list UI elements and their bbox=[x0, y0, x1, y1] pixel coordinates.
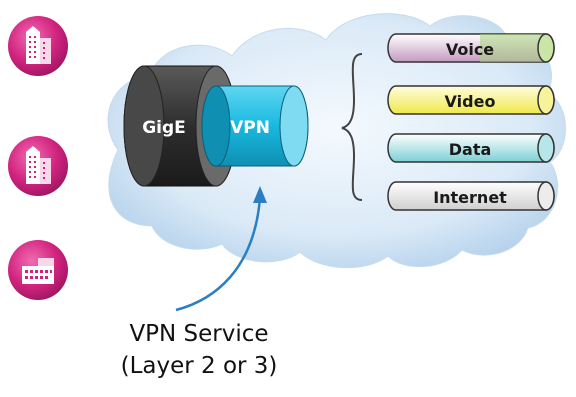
office-tower-icon bbox=[8, 16, 68, 76]
caption-line-1: VPN Service bbox=[129, 321, 269, 347]
gige-label: GigE bbox=[142, 118, 186, 138]
service-pipe-video: Video bbox=[387, 85, 555, 115]
service-label-internet: Internet bbox=[433, 188, 507, 207]
vpn-label: VPN bbox=[230, 118, 270, 138]
office-tower-icon bbox=[8, 136, 68, 196]
service-label-video: Video bbox=[445, 92, 496, 111]
service-label-data: Data bbox=[449, 140, 492, 159]
service-label-voice: Voice bbox=[446, 40, 494, 59]
service-pipe-internet: Internet bbox=[387, 181, 555, 211]
caption-line-2: (Layer 2 or 3) bbox=[120, 353, 278, 379]
vpn-service-caption: VPN Service (Layer 2 or 3) bbox=[84, 318, 314, 382]
factory-building-icon bbox=[8, 240, 68, 300]
service-pipe-voice: Voice bbox=[387, 33, 555, 63]
vpn-tunnel: VPN bbox=[201, 85, 309, 167]
service-brace bbox=[341, 53, 363, 201]
service-pipe-data: Data bbox=[387, 133, 555, 163]
pointer-arrow bbox=[175, 186, 267, 312]
